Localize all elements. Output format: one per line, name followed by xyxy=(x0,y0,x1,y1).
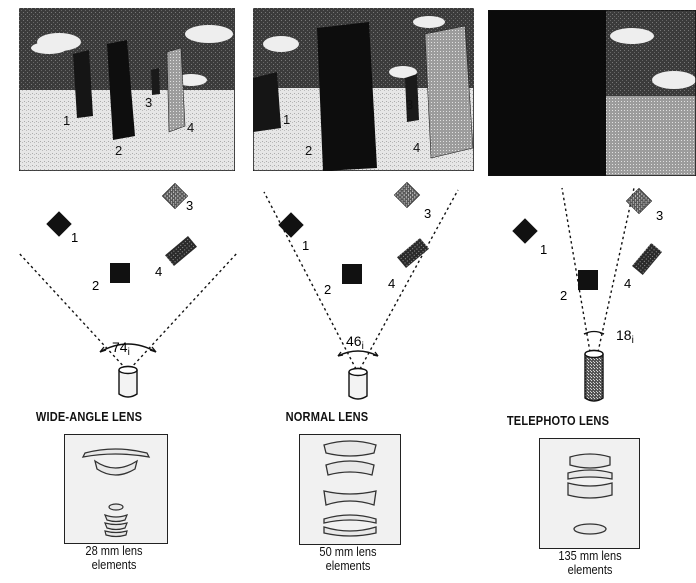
telephoto-lens-elements-diagram xyxy=(539,438,640,549)
svg-text:1: 1 xyxy=(283,112,290,127)
normal-view-photo: 1 2 3 4 xyxy=(253,8,474,171)
caption-line: 28 mm lens xyxy=(85,543,143,558)
object-1-block xyxy=(46,211,72,237)
svg-text:3: 3 xyxy=(656,208,663,223)
svg-text:3: 3 xyxy=(424,206,431,221)
svg-text:4: 4 xyxy=(187,120,194,135)
svg-text:46i: 46i xyxy=(346,333,364,352)
svg-text:2: 2 xyxy=(92,278,99,293)
caption-line: elements xyxy=(91,557,137,572)
caption-line: 50 mm lens xyxy=(319,544,377,559)
svg-text:2: 2 xyxy=(560,288,567,303)
object-4-block xyxy=(165,235,197,267)
caption-line: 135 mm lens xyxy=(558,548,622,563)
angle-value: 46 xyxy=(346,333,362,349)
svg-text:18i: 18i xyxy=(616,327,634,346)
object-4-block xyxy=(631,243,663,275)
normal-lens-title: NORMAL LENS xyxy=(285,409,369,424)
svg-text:74i: 74i xyxy=(112,339,130,358)
svg-text:1: 1 xyxy=(540,242,547,257)
object-2-block xyxy=(110,263,130,283)
caption-line: elements xyxy=(325,558,371,573)
svg-text:4: 4 xyxy=(413,140,420,155)
normal-lens-caption: 50 mm lens elements xyxy=(289,545,408,573)
angle-value: 18 xyxy=(616,327,632,343)
wide-angle-lens-title: WIDE-ANGLE LENS xyxy=(35,409,143,424)
object-3-block xyxy=(161,182,189,210)
object-4-block xyxy=(397,237,429,269)
object-2-block xyxy=(578,270,598,290)
svg-text:2: 2 xyxy=(324,282,331,297)
telephoto-view-photo xyxy=(488,10,696,176)
object-3-block xyxy=(625,187,653,215)
svg-text:3: 3 xyxy=(406,97,413,112)
wide-angle-lens-elements-diagram xyxy=(64,434,168,544)
normal-lens-elements-diagram xyxy=(299,434,401,545)
svg-text:2: 2 xyxy=(115,143,122,158)
svg-text:2: 2 xyxy=(305,143,312,158)
object-3-block xyxy=(393,181,421,209)
caption-line: elements xyxy=(567,562,613,577)
object-2-block xyxy=(342,264,362,284)
normal-lens-diagram: 1 2 3 4 46i xyxy=(263,181,459,400)
object-1-block xyxy=(278,212,304,238)
field-of-view-diagrams: 1 2 3 4 74i 1 2 3 4 xyxy=(0,176,696,404)
svg-text:3: 3 xyxy=(186,198,193,213)
telephoto-lens-diagram: 1 2 3 4 18i xyxy=(512,187,663,402)
telephoto-lens-title: TELEPHOTO LENS xyxy=(506,413,610,428)
wide-angle-lens-caption: 28 mm lens elements xyxy=(55,544,174,572)
svg-text:3: 3 xyxy=(145,95,152,110)
angle-value: 74 xyxy=(112,339,128,355)
object-1-block xyxy=(512,218,538,244)
svg-text:4: 4 xyxy=(388,276,395,291)
telephoto-lens-caption: 135 mm lens elements xyxy=(531,549,650,577)
wide-angle-view-photo: 1 2 3 4 xyxy=(19,8,235,171)
svg-text:1: 1 xyxy=(302,238,309,253)
svg-text:4: 4 xyxy=(624,276,631,291)
svg-text:4: 4 xyxy=(155,264,162,279)
wide-angle-diagram: 1 2 3 4 74i xyxy=(17,182,239,398)
svg-text:1: 1 xyxy=(63,113,70,128)
svg-text:1: 1 xyxy=(71,230,78,245)
